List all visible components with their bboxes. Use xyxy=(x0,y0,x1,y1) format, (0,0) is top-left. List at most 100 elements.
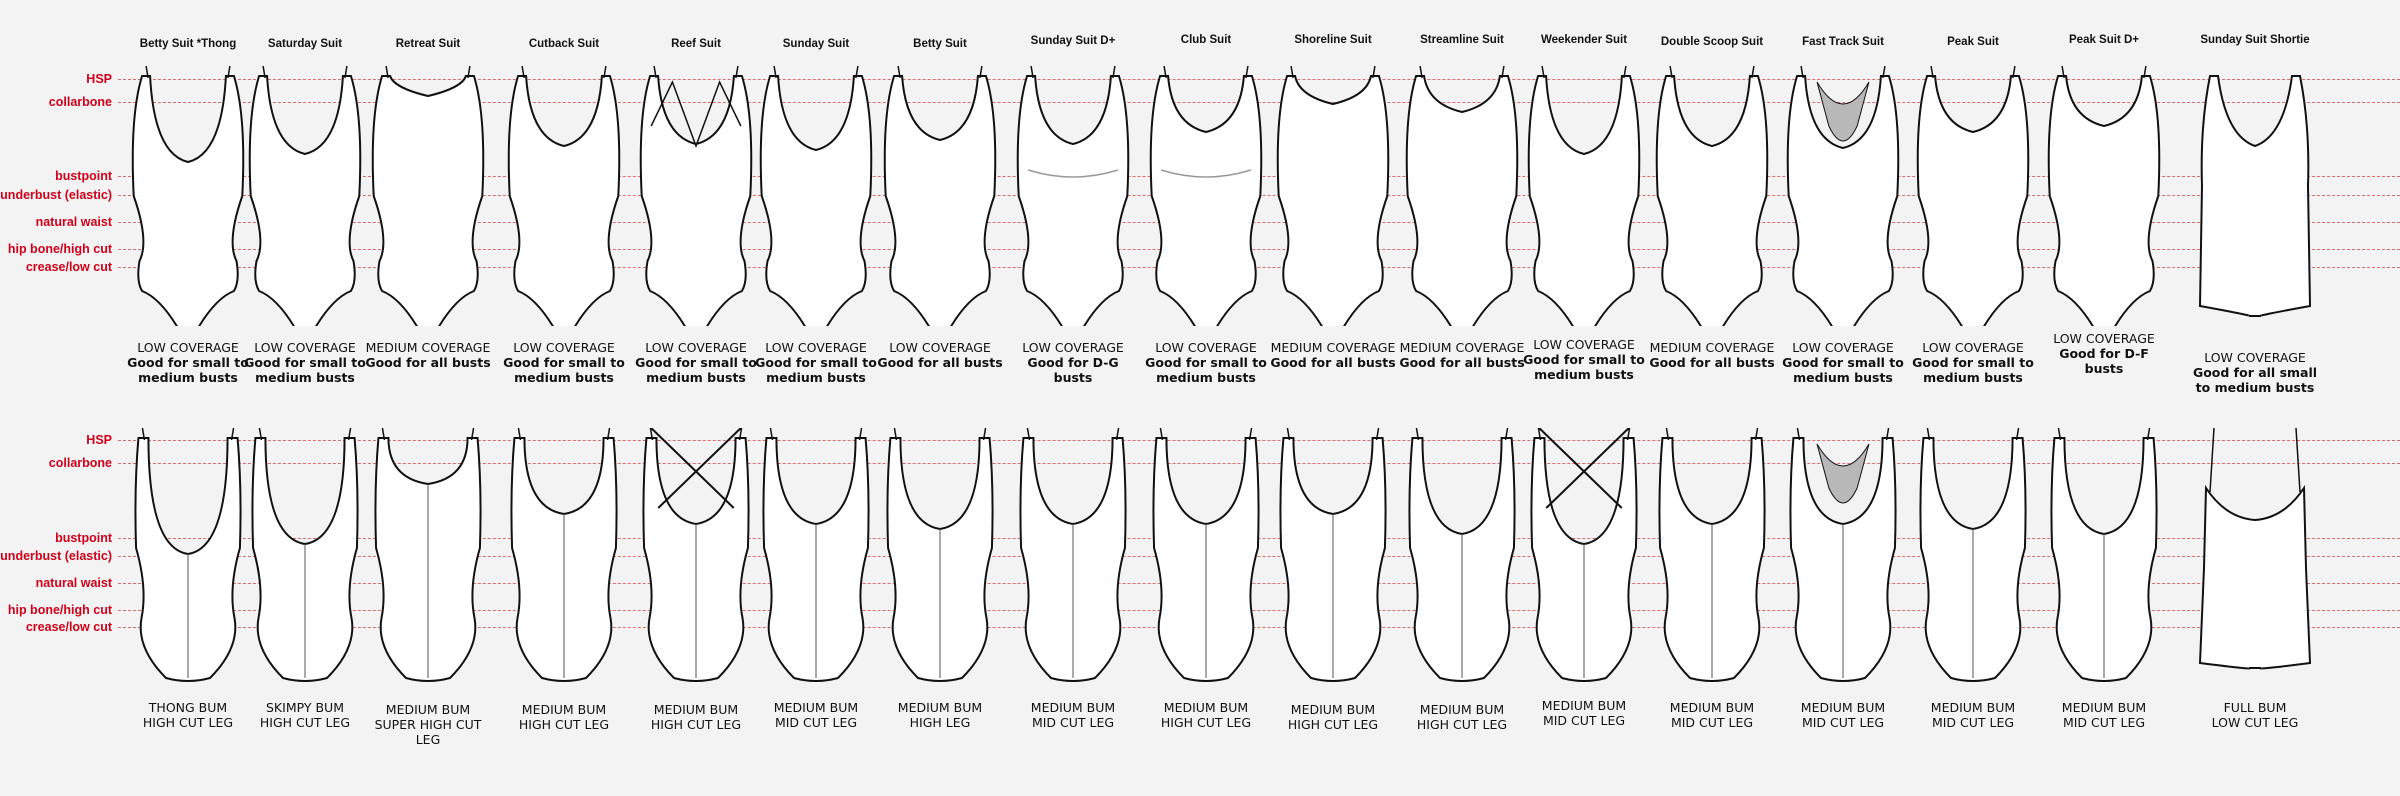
front-suit-figure-1 xyxy=(248,66,362,326)
fit-text-5: Good for small to medium busts xyxy=(755,355,877,385)
back-text-14-1: MID CUT LEG xyxy=(1931,715,2015,730)
front-guide-line-4 xyxy=(118,222,2400,223)
fit-text-4: Good for small to medium busts xyxy=(635,355,757,385)
back-suit-figure-13 xyxy=(1789,428,1897,682)
front-guide-label-5: hip bone/high cut xyxy=(7,242,112,256)
coverage-text-12: MEDIUM COVERAGE xyxy=(1649,340,1775,355)
fit-text-15: Good for D-F busts xyxy=(2059,346,2149,376)
back-text-2-0: MEDIUM BUM xyxy=(385,702,471,717)
back-guide-label-5: hip bone/high cut xyxy=(7,603,112,617)
back-guide-line-5 xyxy=(118,610,2400,611)
fit-text-6: Good for all busts xyxy=(877,355,1003,370)
back-text-2-1: SUPER HIGH CUT LEG xyxy=(374,717,482,747)
front-suit-figure-0 xyxy=(131,66,245,326)
back-text-1-1: HIGH CUT LEG xyxy=(259,715,351,730)
suit-name-13: Fast Track Suit xyxy=(1802,36,1884,48)
front-suit-figure-12 xyxy=(1655,66,1769,326)
front-guide-line-1 xyxy=(118,102,2400,103)
back-text-5-1: MID CUT LEG xyxy=(774,715,858,730)
back-text-16-0: FULL BUM xyxy=(2223,700,2287,715)
front-suit-figure-7 xyxy=(1016,66,1130,326)
front-guide-line-6 xyxy=(118,267,2400,268)
back-suit-figure-5 xyxy=(762,428,870,682)
back-text-4-1: HIGH CUT LEG xyxy=(650,717,742,732)
front-suit-figure-9 xyxy=(1276,66,1390,326)
front-suit-figure-6 xyxy=(883,66,997,326)
coverage-text-11: LOW COVERAGE xyxy=(1533,337,1635,352)
back-guide-label-1: collarbone xyxy=(48,456,112,470)
front-suit-figure-4 xyxy=(639,66,753,326)
front-suit-figure-3 xyxy=(507,66,621,326)
fit-text-12: Good for all busts xyxy=(1649,355,1775,370)
back-text-11-0: MEDIUM BUM xyxy=(1541,698,1627,713)
front-suit-figure-5 xyxy=(759,66,873,326)
suit-name-15: Peak Suit D+ xyxy=(2069,34,2139,46)
fit-text-14: Good for small to medium busts xyxy=(1912,355,2034,385)
front-guide-label-0: HSP xyxy=(86,72,112,86)
front-suit-figure-2 xyxy=(371,66,485,326)
fit-text-0: Good for small to medium busts xyxy=(127,355,249,385)
back-suit-figure-3 xyxy=(510,428,618,682)
back-text-8-1: HIGH CUT LEG xyxy=(1160,715,1252,730)
fit-text-11: Good for small to medium busts xyxy=(1523,352,1645,382)
front-guide-label-6: crease/low cut xyxy=(25,260,112,274)
back-suit-figure-6 xyxy=(886,428,994,682)
back-guide-label-2: bustpoint xyxy=(55,531,112,545)
coverage-text-0: LOW COVERAGE xyxy=(137,340,239,355)
coverage-text-4: LOW COVERAGE xyxy=(645,340,747,355)
coverage-text-13: LOW COVERAGE xyxy=(1792,340,1894,355)
suit-name-3: Cutback Suit xyxy=(528,38,600,50)
suit-name-11: Weekender Suit xyxy=(1540,34,1628,46)
back-text-3-0: MEDIUM BUM xyxy=(521,702,607,717)
coverage-text-6: LOW COVERAGE xyxy=(889,340,991,355)
back-suit-figure-11 xyxy=(1530,428,1638,682)
suit-name-5: Sunday Suit xyxy=(782,38,850,50)
suit-name-7: Sunday Suit D+ xyxy=(1030,35,1116,47)
suit-name-1: Saturday Suit xyxy=(267,38,343,50)
back-text-13-1: MID CUT LEG xyxy=(1801,715,1885,730)
back-text-6-0: MEDIUM BUM xyxy=(897,700,983,715)
fit-text-16: Good for all small to medium busts xyxy=(2192,365,2318,395)
back-text-14-0: MEDIUM BUM xyxy=(1930,700,2016,715)
back-suit-figure-16 xyxy=(2198,428,2312,670)
back-text-6-1: HIGH LEG xyxy=(909,715,971,730)
back-text-7-0: MEDIUM BUM xyxy=(1030,700,1116,715)
front-suit-figure-10 xyxy=(1405,66,1519,326)
back-text-15-1: MID CUT LEG xyxy=(2062,715,2146,730)
suit-name-0: Betty Suit *Thong xyxy=(139,38,237,50)
suit-name-2: Retreat Suit xyxy=(395,38,461,50)
back-text-10-0: MEDIUM BUM xyxy=(1419,702,1505,717)
back-text-12-0: MEDIUM BUM xyxy=(1669,700,1755,715)
back-text-10-1: HIGH CUT LEG xyxy=(1416,717,1508,732)
back-text-16-1: LOW CUT LEG xyxy=(2211,715,2299,730)
back-text-9-0: MEDIUM BUM xyxy=(1290,702,1376,717)
back-guide-label-3: underbust (elastic) xyxy=(0,549,112,563)
back-suit-figure-8 xyxy=(1152,428,1260,682)
coverage-text-1: LOW COVERAGE xyxy=(254,340,356,355)
